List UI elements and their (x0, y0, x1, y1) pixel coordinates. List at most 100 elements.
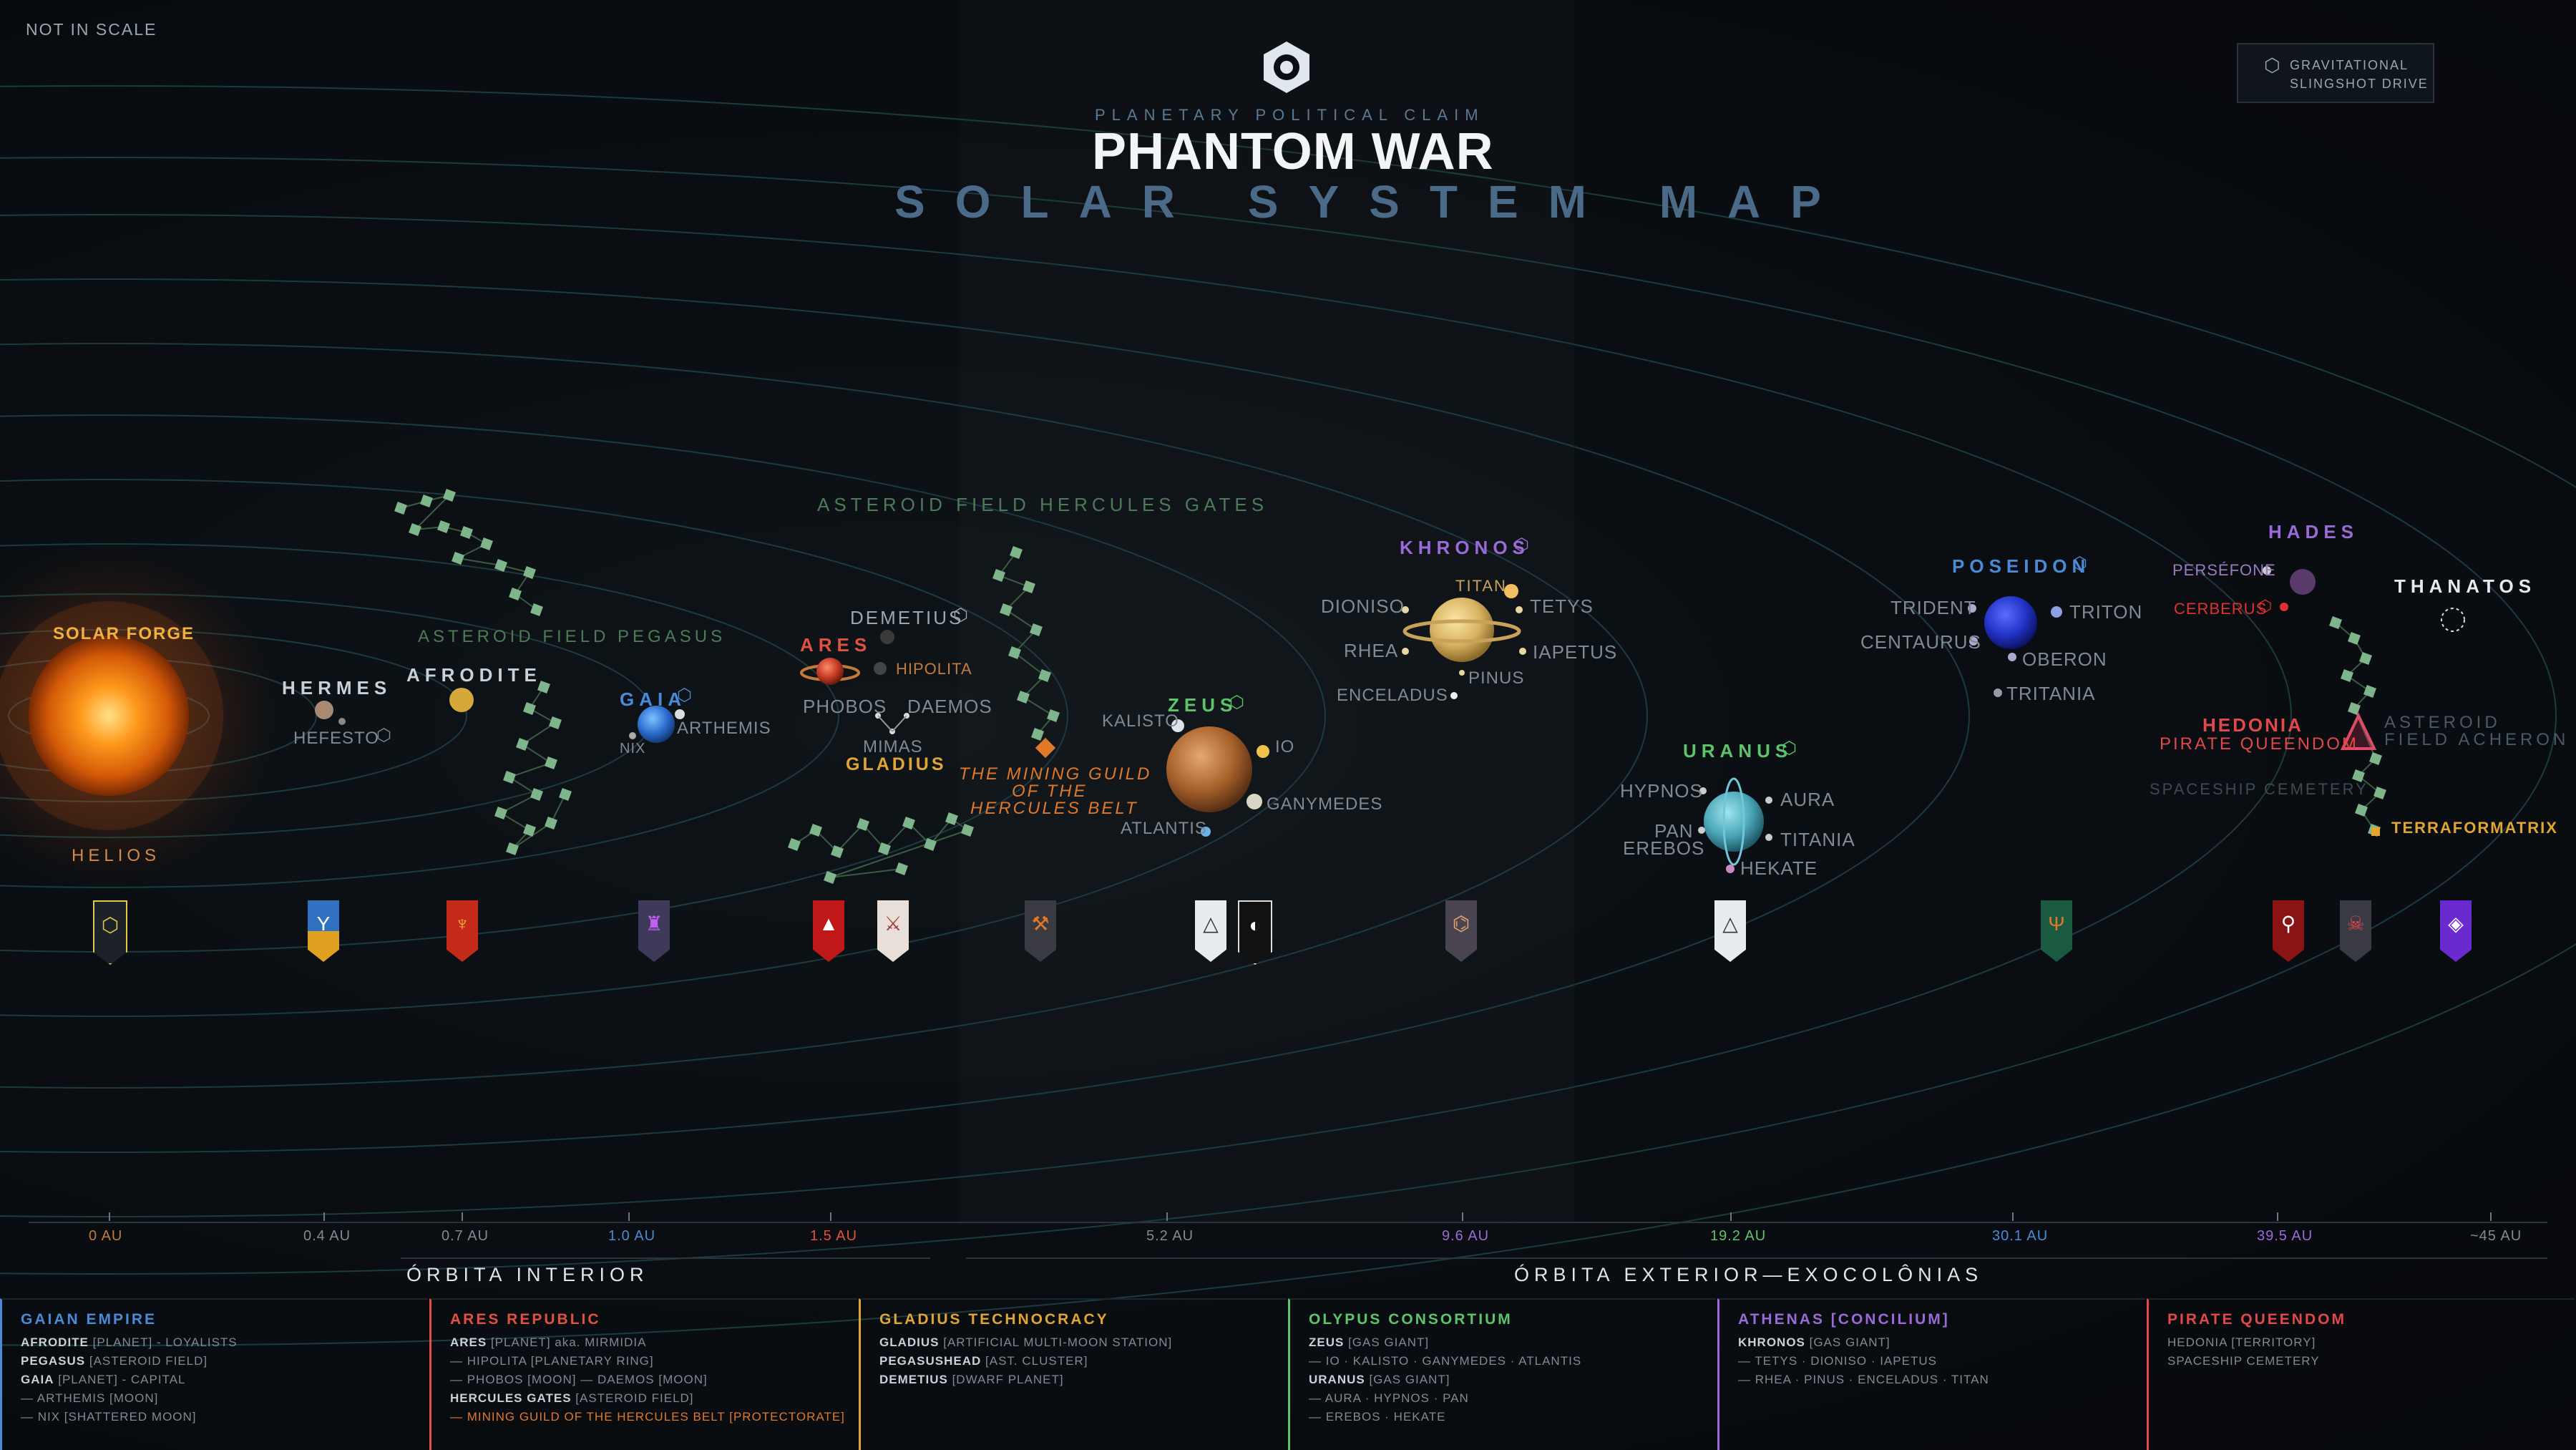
asteroid (2348, 702, 2361, 715)
label-demetius: DEMETIUS (850, 607, 964, 628)
axis-tick-label: 1.5 AU (810, 1228, 858, 1244)
asteroid (549, 716, 562, 729)
legend-header: GAIAN EMPIRE (21, 1311, 157, 1328)
moon-nix (629, 732, 636, 739)
ares-republic-banner[interactable]: ▲ (813, 900, 844, 962)
asteroid (523, 566, 536, 579)
planet-khronos (1430, 598, 1494, 662)
poseidon-banner[interactable]: Ψ (2041, 900, 2072, 962)
pirate-banner[interactable]: ☠ (2340, 900, 2371, 962)
orbit-ring (0, 157, 2556, 1275)
hades-banner[interactable]: ⚲ (2273, 900, 2304, 962)
label-spaceship-cemetery: SPACESHIP CEMETERY (2150, 780, 2368, 798)
asteroid (1030, 623, 1043, 636)
zeus-banner[interactable]: △ (1195, 900, 1226, 962)
asteroid (1008, 646, 1021, 659)
olypus-banner[interactable]: ◐ (1238, 900, 1272, 965)
planet-afrodite (449, 688, 474, 712)
khronos-banner[interactable]: ⌬ (1445, 900, 1477, 962)
afrodite-banner[interactable]: Y (308, 900, 339, 962)
hexagon-icon: ⬡ (1229, 693, 1246, 712)
asteroid (494, 807, 507, 819)
axis-tick (830, 1212, 831, 1221)
asteroid (2341, 669, 2353, 682)
label-mining-guild-3: HERCULES BELT (970, 799, 1138, 818)
moon-ganymedes (1246, 794, 1262, 809)
asteroid (2329, 616, 2342, 629)
label-helios: HELIOS (72, 846, 161, 865)
asteroid (945, 812, 958, 825)
label-daemos: DAEMOS (907, 696, 992, 717)
gaian-empire-banner[interactable]: ⬡ (93, 900, 127, 965)
axis-tick-label: 0.4 AU (303, 1228, 351, 1244)
asteroid (809, 824, 822, 837)
label-thanatos: THANATOS (2394, 575, 2537, 597)
orbit-ring (0, 85, 2576, 1346)
gaia-banner[interactable]: ♜ (638, 900, 670, 962)
drive-label-line2: SLINGSHOT DRIVE (2290, 77, 2429, 91)
label-triton: TRITON (2069, 601, 2143, 623)
moon-hefesto (338, 718, 346, 725)
axis-tick (109, 1212, 110, 1221)
asteroid-link (550, 794, 566, 824)
legend-line: HEDONIA [TERRITORY] (2167, 1335, 2316, 1349)
moon-atlantis (1201, 827, 1211, 837)
hexagon-icon: ⬡ (376, 726, 393, 745)
asteroid (788, 838, 801, 851)
asteroid-link (829, 829, 968, 878)
asteroid (523, 824, 536, 837)
orbit-rings (0, 85, 2576, 1346)
legend-line: — PHOBOS [MOON] — DAEMOS [MOON] (450, 1373, 708, 1386)
label-hedonia: HEDONIA (2202, 714, 2303, 736)
asteroid-link (1014, 652, 1045, 676)
hexagon-icon: ⬡ (953, 605, 970, 625)
label-asteroid-field-hercules-gates: ASTEROID FIELD HERCULES GATES (817, 494, 1269, 515)
legend-line: AFRODITE [PLANET] - LOYALISTS (21, 1335, 238, 1349)
label-hekate: HEKATE (1740, 857, 1818, 879)
uranus-ring (1722, 777, 1745, 866)
moon-io (1257, 745, 1269, 758)
asteroid-link (1005, 609, 1037, 631)
moon-arthemis (675, 709, 685, 719)
faction-emblem-logo (1258, 39, 1315, 96)
label-hermes: HERMES (282, 677, 392, 699)
axis-tick-label: 1.0 AU (608, 1228, 656, 1244)
planet-thanatos (2441, 608, 2465, 632)
legend-line: DEMETIUS [DWARF PLANET] (879, 1373, 1064, 1386)
moon-iapetus (1519, 648, 1526, 655)
asteroid-link (522, 744, 552, 764)
inner-orbit-label: ÓRBITA INTERIOR (406, 1264, 649, 1285)
planet-demetius (880, 630, 894, 644)
asteroid (961, 824, 974, 837)
gladius-banner[interactable]: ⚔ (877, 900, 909, 962)
moon-rhea (1402, 648, 1409, 655)
asteroid (2348, 632, 2361, 645)
label-arthemis: ARTHEMIS (677, 719, 771, 738)
label-tritania: TRITANIA (2006, 683, 2096, 704)
mining-guild-banner[interactable]: ⚒ (1025, 900, 1056, 962)
asteroid-link (884, 822, 909, 850)
legend-line: — MINING GUILD OF THE HERCULES BELT [PRO… (450, 1410, 845, 1424)
moon-pan (1698, 827, 1705, 834)
label-terraformatrix: TERRAFORMATRIX (2391, 819, 2558, 837)
uranus-banner[interactable]: △ (1714, 900, 1746, 962)
label-uranus: URANUS (1683, 740, 1793, 762)
label-ganymedes: GANYMEDES (1267, 794, 1383, 814)
label-pirate-queendom: PIRATE QUEENDOM (2160, 734, 2358, 754)
label-hades: HADES (2268, 521, 2359, 542)
axis-tick-label: 39.5 AU (2257, 1228, 2313, 1244)
asteroid (824, 871, 836, 884)
label-titania: TITANIA (1780, 829, 1855, 850)
asteroid (992, 569, 1005, 582)
asteroid-link (522, 722, 556, 745)
asteroid (437, 520, 450, 533)
asteroid (420, 495, 433, 507)
asteroid (1038, 669, 1051, 682)
athenas-banner[interactable]: ◈ (2440, 900, 2472, 962)
planet-gaia (638, 706, 675, 743)
ares-banner[interactable]: ♆ (447, 900, 478, 962)
